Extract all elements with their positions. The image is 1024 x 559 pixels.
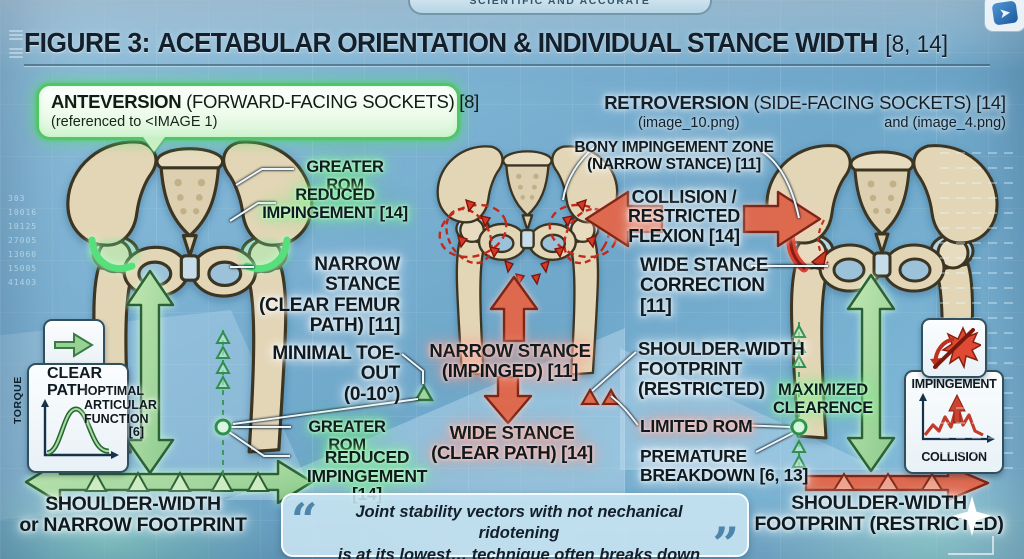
figure-title: FIGURE 3:ACETABULAR ORIENTATION & INDIVI…	[24, 27, 955, 59]
narrow-to-wide-down-arrow	[483, 375, 533, 425]
quote-text: Joint stability vectors with not nechani…	[337, 503, 701, 559]
clear-path-inset-box	[43, 319, 105, 371]
label-narrow-stance-impinged: NARROW STANCE(IMPINGED) [11]	[429, 340, 591, 381]
collision-arrow-right	[742, 190, 822, 248]
corner-bracket-decoration	[948, 536, 994, 555]
impingement-fragments	[456, 198, 598, 286]
torque-axis-label: TORQUE	[12, 376, 24, 424]
collision-label: COLLISION	[921, 450, 987, 464]
impinged-up-arrow	[489, 275, 539, 343]
impingement-burst-icon	[930, 326, 981, 370]
quote-box: “ Joint stability vectors with not necha…	[281, 493, 749, 559]
figure-title-text: ACETABULAR ORIENTATION & INDIVIDUAL STAN…	[157, 27, 878, 58]
retroversion-heading: RETROVERSION (SIDE-FACING SOCKETS) [14]	[604, 92, 1006, 113]
torque-curve-inset-box	[27, 363, 129, 473]
callout-connector-lines	[228, 145, 828, 457]
open-quote-icon: “	[291, 493, 318, 547]
bony-impingement-zone-marks	[438, 203, 618, 265]
label-limited-rom: LIMITED ROM	[640, 416, 753, 436]
green-arrow-ticks	[84, 470, 270, 492]
retroversion-heading-block: RETROVERSION (SIDE-FACING SOCKETS) [14] …	[598, 92, 1012, 131]
clear-path-arrow-icon	[54, 332, 94, 358]
figure-number: FIGURE 3:	[24, 27, 150, 58]
retroversion-image-ref-right: and (image_4.png)	[884, 115, 1006, 131]
vertical-double-arrow-left	[125, 269, 175, 475]
dashed-guides	[215, 322, 807, 480]
anteversion-callout: ANTEVERSION (FORWARD-FACING SOCKETS) [8]…	[36, 83, 479, 152]
label-wide-stance-clear-path: WIDE STANCE(CLEAR PATH) [14]	[431, 422, 593, 463]
retroversion-image-ref-left: (image_10.png)	[638, 115, 740, 131]
connector-nodes	[214, 418, 808, 436]
hud-readout-right	[940, 152, 1018, 482]
red-arrows	[483, 190, 990, 502]
list-icon	[9, 48, 23, 58]
figure-title-refs: [8, 14]	[885, 31, 949, 58]
label-greater-rom-bottom: GREATER ROM	[308, 418, 386, 454]
list-icon	[9, 30, 23, 40]
vertical-double-arrow-right	[846, 273, 896, 473]
collision-chart-box: IMPINGEMENT COLLISION	[904, 370, 1004, 474]
label-bony-impingement-zone: BONY IMPINGEMENT ZONE(NARROW STANCE) [11…	[574, 139, 774, 173]
anteversion-socket-highlight	[87, 236, 292, 272]
callout-pointer	[143, 137, 165, 152]
restricted-footprint-arrow	[804, 464, 990, 502]
label-minimal-toe-out: MINIMAL TOE-OUT(0-10°)	[272, 343, 400, 405]
title-divider	[24, 64, 990, 66]
anteversion-reference: (referenced to <IMAGE 1)	[51, 114, 218, 130]
impingement-label: IMPINGEMENT	[911, 377, 997, 391]
impingement-icon-box	[921, 318, 987, 378]
label-greater-rom-top: GREATER ROM	[306, 158, 384, 194]
toe-out-marker-triangle	[413, 383, 435, 402]
collision-arrow-left	[584, 190, 664, 248]
anteversion-heading: ANTEVERSION (FORWARD-FACING SOCKETS) [8]	[51, 91, 479, 112]
top-tab-label: SCIENTIFIC AND ACCURATE	[469, 0, 651, 7]
torque-curve-chart	[41, 399, 119, 459]
close-quote-icon: ”	[712, 517, 739, 559]
collision-chart	[919, 393, 995, 443]
red-arrow-ticks	[832, 472, 944, 491]
app-launcher-button[interactable]: ➤	[984, 0, 1024, 32]
